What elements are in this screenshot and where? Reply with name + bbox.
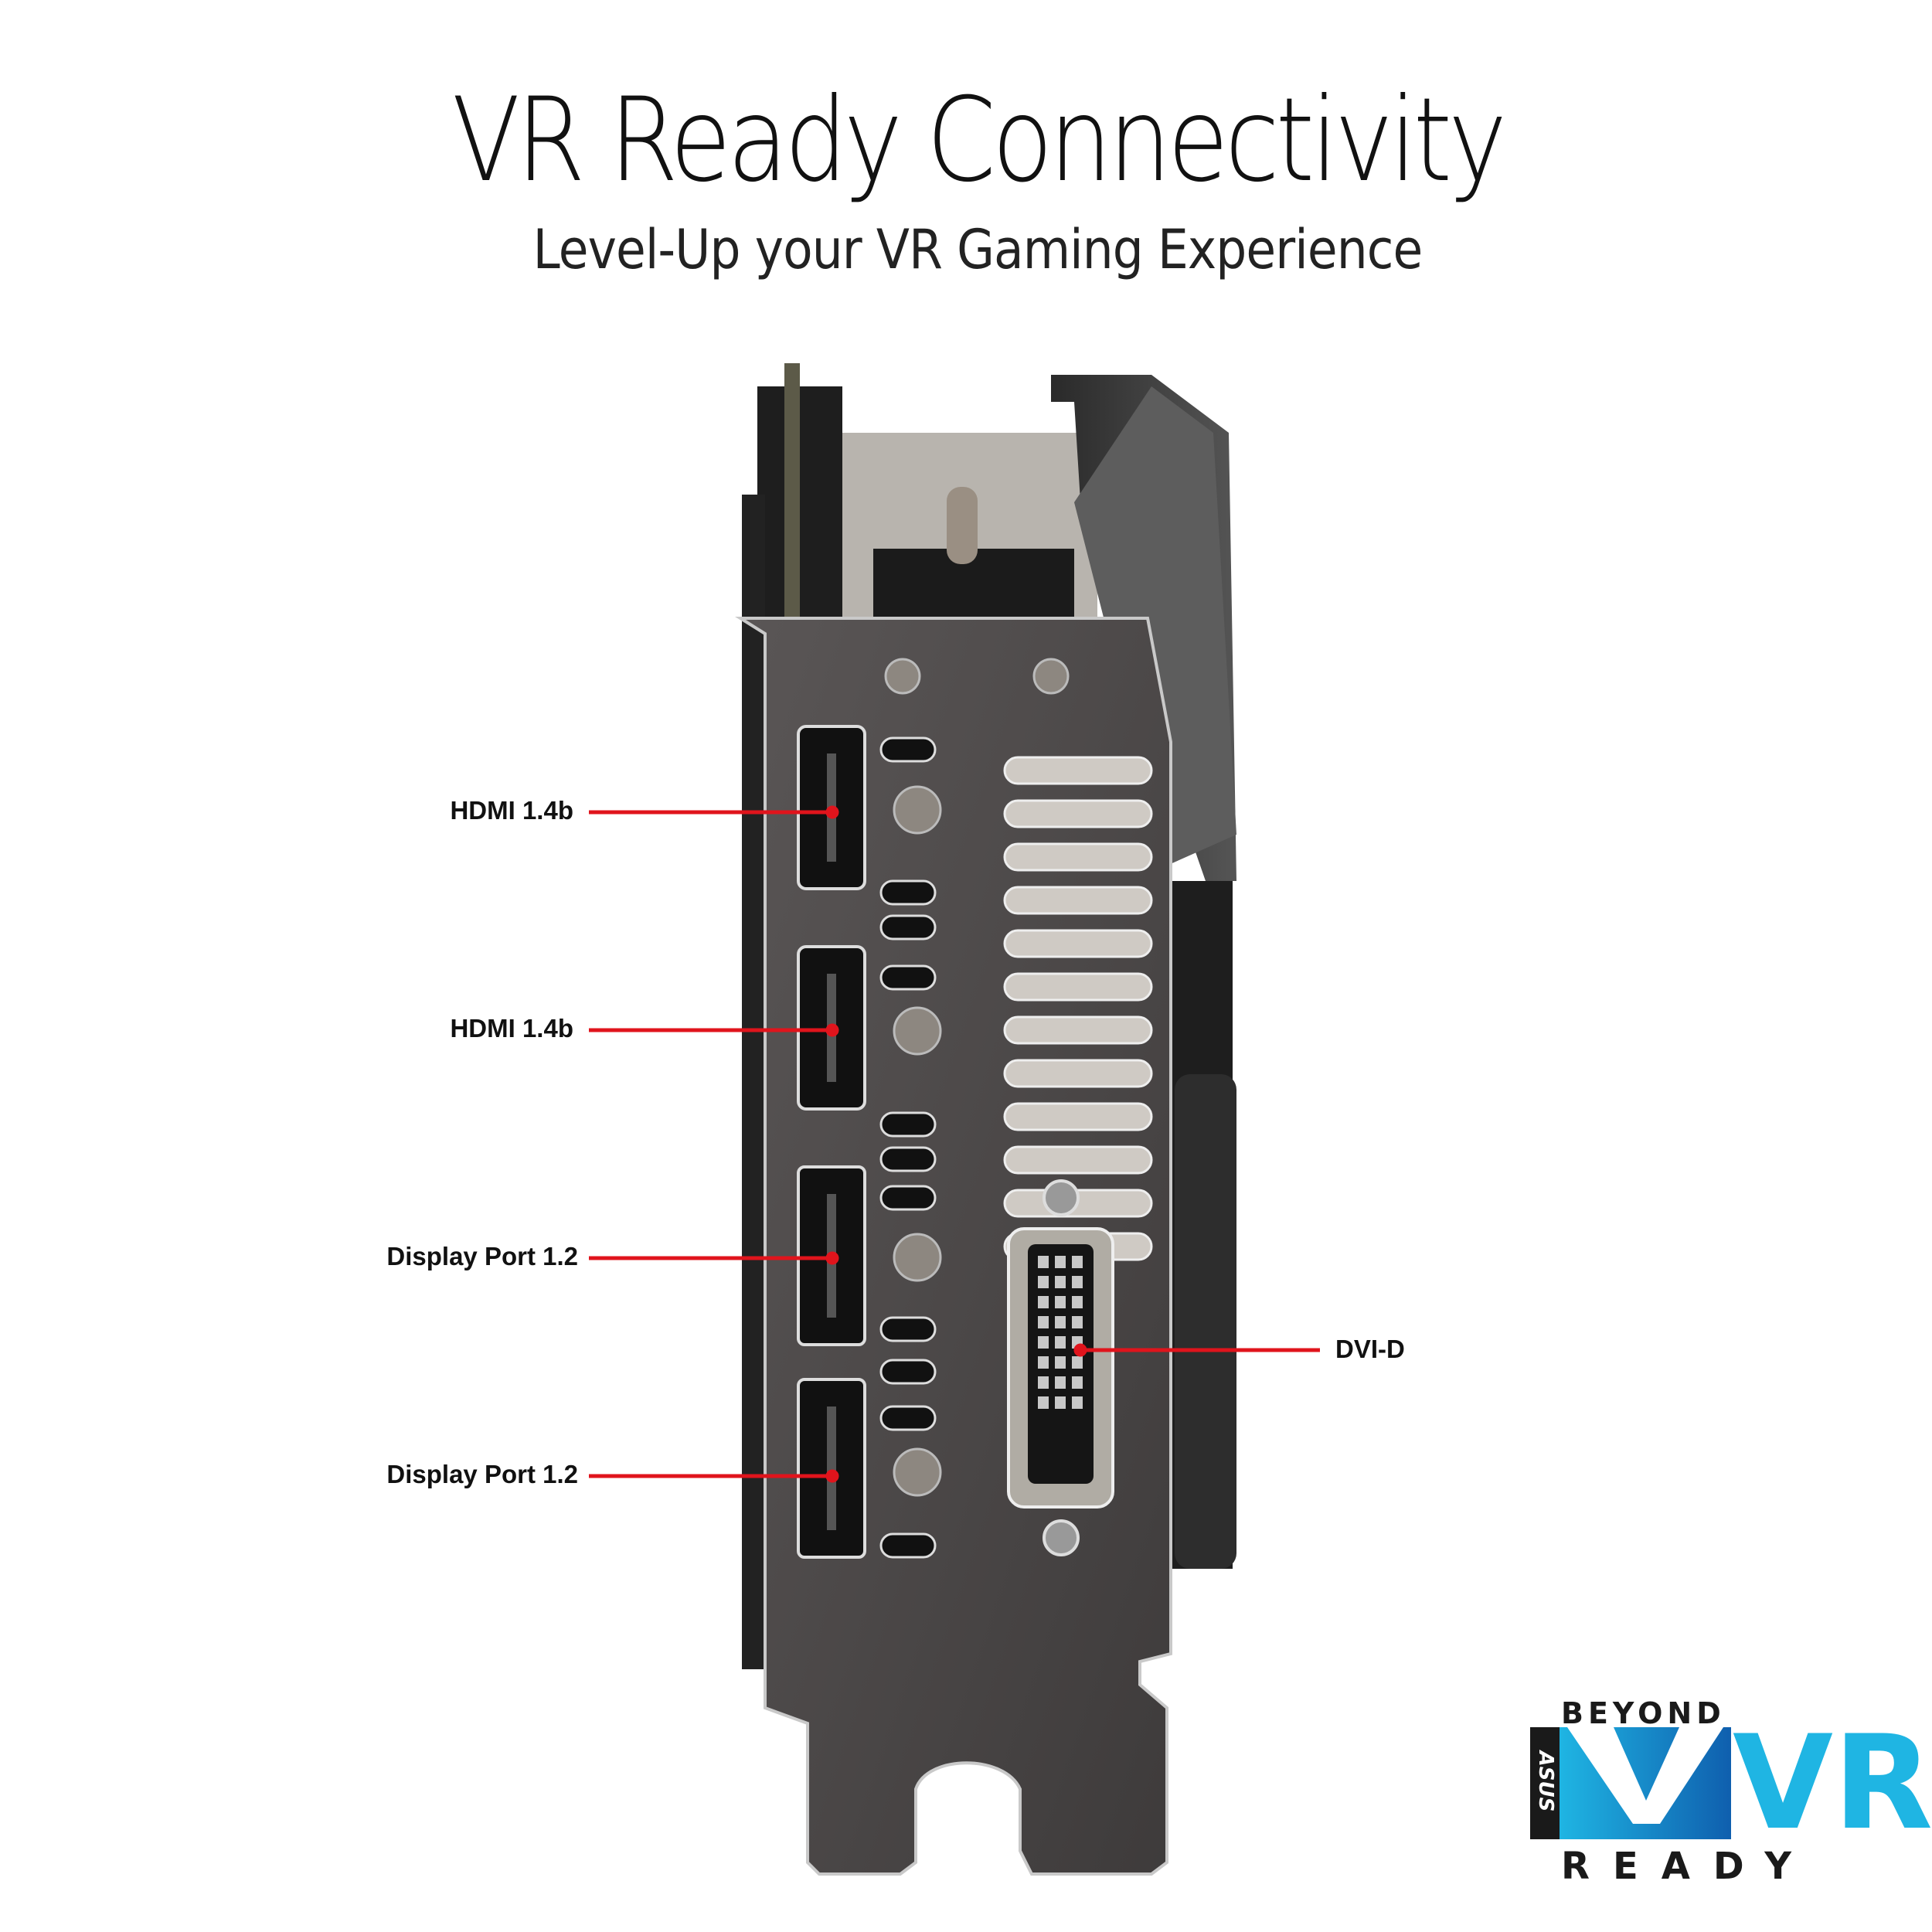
vent-hole: [879, 914, 937, 940]
vent-slot: [1003, 886, 1153, 915]
asus-brand-text: ASUS: [1534, 1750, 1557, 1812]
vent-slot: [1003, 972, 1153, 1002]
dvi-pin: [1055, 1316, 1066, 1328]
dvi-pin: [1072, 1356, 1083, 1369]
vent-slot: [1003, 929, 1153, 958]
page-subtitle: Level-Up your VR Gaming Experience: [532, 218, 1423, 281]
displayport-2: [797, 1378, 866, 1559]
dvi-pin: [1055, 1336, 1066, 1349]
port-label-hdmi-2: HDMI 1.4b: [450, 1014, 573, 1043]
screw-icon: [1032, 658, 1070, 695]
dvi-pin: [1038, 1356, 1049, 1369]
dvi-d-port: [1007, 1179, 1114, 1556]
vent-hole: [879, 964, 937, 991]
vent-hole: [879, 1405, 937, 1431]
dvi-pin: [1038, 1396, 1049, 1409]
vent-hole: [879, 1111, 937, 1138]
dvi-pin: [1038, 1276, 1049, 1288]
dvi-pin: [1072, 1276, 1083, 1288]
screw-icon: [893, 785, 942, 835]
dvi-pin: [1038, 1296, 1049, 1308]
logo-main-text: VR: [1733, 1707, 1932, 1859]
asus-badge: ASUS: [1530, 1727, 1560, 1839]
heatsink: [742, 363, 1236, 1669]
dvi-pin: [1072, 1396, 1083, 1409]
vent-hole: [879, 1146, 937, 1172]
beyond-vr-ready-logo: BEYOND ASUS VR READY: [1530, 1696, 1932, 1897]
vent-hole: [879, 736, 937, 763]
logo-bottom-text: READY: [1561, 1845, 1815, 1888]
vent-slot: [1003, 799, 1153, 828]
vent-hole: [879, 1359, 937, 1385]
dvi-pin: [1055, 1396, 1066, 1409]
screw-icon: [893, 1006, 942, 1056]
logo-top-text: BEYOND: [1561, 1696, 1726, 1730]
dvi-pin: [1055, 1256, 1066, 1268]
vent-hole: [879, 1532, 937, 1559]
port-label-hdmi-1: HDMI 1.4b: [450, 796, 573, 825]
vent-slot: [1003, 1059, 1153, 1088]
dvi-pin: [1055, 1376, 1066, 1389]
vent-slot: [1003, 842, 1153, 872]
vent-slot: [1003, 1145, 1153, 1175]
vent-slot: [1003, 1102, 1153, 1131]
vent-hole: [879, 1316, 937, 1342]
dvi-pin: [1055, 1356, 1066, 1369]
page-title: VR Ready Connectivity: [451, 73, 1508, 208]
vent-slot: [1003, 1015, 1153, 1045]
dvi-pin: [1072, 1296, 1083, 1308]
dvi-pin: [1055, 1296, 1066, 1308]
screw-icon: [884, 658, 921, 695]
dvi-pin: [1072, 1316, 1083, 1328]
port-label-displayport-1: Display Port 1.2: [386, 1242, 578, 1270]
dvi-pin: [1038, 1336, 1049, 1349]
dvi-pin: [1038, 1316, 1049, 1328]
vent-hole: [879, 1185, 937, 1211]
vent-slot: [1003, 756, 1153, 785]
logo-v-block: [1560, 1727, 1731, 1839]
dvi-pin: [1038, 1376, 1049, 1389]
port-label-displayport-2: Display Port 1.2: [386, 1460, 578, 1488]
dvi-pin: [1072, 1376, 1083, 1389]
dvi-pin: [1038, 1256, 1049, 1268]
port-label-dvi-d: DVI-D: [1335, 1335, 1405, 1363]
vent-hole: [879, 879, 937, 906]
dvi-pin: [1055, 1276, 1066, 1288]
screw-icon: [893, 1447, 942, 1497]
screw-icon: [893, 1233, 942, 1282]
dvi-pin: [1072, 1256, 1083, 1268]
